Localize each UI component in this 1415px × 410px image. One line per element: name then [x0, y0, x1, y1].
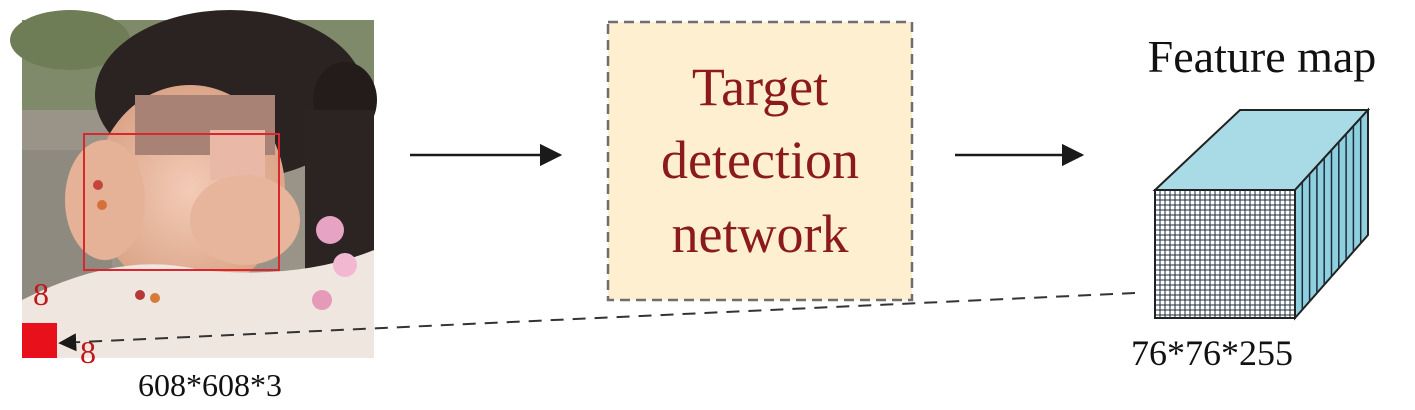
- network-box: [606, 20, 914, 302]
- feature-map-size-label: 76*76*255: [1131, 333, 1293, 373]
- network-label-line3: network: [672, 204, 849, 264]
- input-image: [10, 10, 377, 358]
- grid-cell: [22, 323, 57, 358]
- cell-height-label: 8: [80, 334, 96, 370]
- cube-front-grid: [1155, 190, 1295, 318]
- feature-map-title: Feature map: [1148, 31, 1377, 82]
- feature-map-cube: [1152, 107, 1371, 321]
- dashed-return-arrow: [58, 292, 1136, 352]
- network-label-line2: detection: [661, 130, 859, 190]
- input-size-label: 608*608*3: [138, 367, 282, 403]
- cell-width-label: 8: [33, 276, 49, 312]
- detection-box: [83, 133, 280, 271]
- cube-side-slices: [1301, 118, 1362, 310]
- network-label-line1: Target: [692, 57, 828, 117]
